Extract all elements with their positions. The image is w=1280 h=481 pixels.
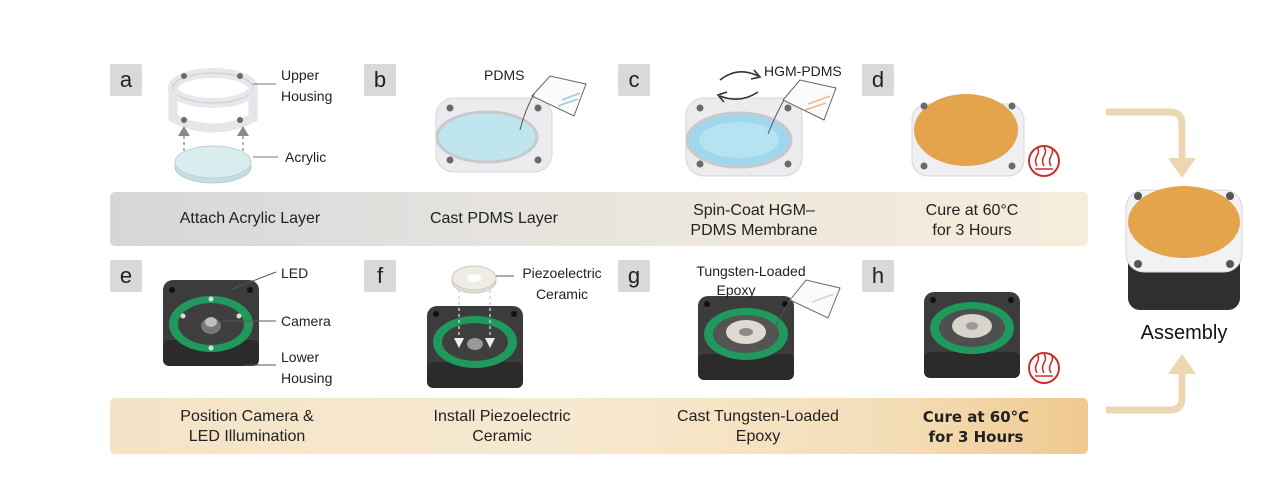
panel-letter-f: f <box>364 260 396 292</box>
alignment-arrows-piezo <box>454 290 495 348</box>
step-label-c-line1: Spin-Coat HGM– <box>693 202 815 219</box>
step-label-e: Position Camera & LED Illumination <box>127 407 367 447</box>
lower-housing-piezo <box>427 306 523 388</box>
lower-housing-epoxy <box>698 296 794 380</box>
step-label-h-line2: for 3 Hours <box>928 428 1024 446</box>
panel-letter-e: e <box>110 260 142 292</box>
callout-ceramic: Ceramic <box>535 286 589 302</box>
final-assembly-sensor <box>1125 186 1243 310</box>
callout-lower-housing: Housing <box>281 370 333 386</box>
pouring-beaker-hgm-icon <box>767 79 837 135</box>
step-label-e-line2: LED Illumination <box>188 428 306 445</box>
top-row-step-band <box>110 192 1088 246</box>
bottom-row-step-band <box>110 398 1088 454</box>
flow-arrow-bottom <box>1106 354 1196 414</box>
piezo-ceramic-ring <box>451 265 497 294</box>
step-label-f-line1: Install Piezoelectric <box>433 408 571 425</box>
callout-acrylic: Acrylic <box>285 149 327 165</box>
step-label-b: Cast PDMS Layer <box>429 210 559 227</box>
callout-upper: Upper <box>281 67 320 83</box>
lower-housing-cured <box>924 292 1020 378</box>
callout-housing: Housing <box>281 88 333 104</box>
heat-cure-icon <box>1028 145 1060 177</box>
panel-letter-b: b <box>364 64 396 96</box>
step-label-a: Attach Acrylic Layer <box>179 210 321 227</box>
step-label-d-line2: for 3 Hours <box>932 222 1012 239</box>
step-label-c: Spin-Coat HGM– PDMS Membrane <box>634 201 874 241</box>
cured-membrane-housing <box>911 94 1025 177</box>
step-label-g-line2: Epoxy <box>735 428 781 445</box>
step-label-h: Cure at 60°C for 3 Hours <box>856 407 1096 447</box>
callout-piezoelectric: Piezoelectric <box>522 265 602 281</box>
panel-letter-c: c <box>618 64 650 96</box>
step-label-g: Cast Tungsten-Loaded Epoxy <box>638 407 878 447</box>
step-label-d: Cure at 60°C for 3 Hours <box>852 201 1092 241</box>
step-label-e-line1: Position Camera & <box>180 408 314 425</box>
heat-cure-icon-h <box>1028 352 1060 384</box>
callout-pdms: PDMS <box>484 67 525 83</box>
assembly-label: Assembly <box>1140 322 1228 344</box>
rotation-arrows-icon <box>716 69 762 103</box>
step-label-f-line2: Ceramic <box>472 428 532 445</box>
step-label-c-line2: PDMS Membrane <box>690 222 818 239</box>
callout-lower: Lower <box>281 349 320 365</box>
callout-camera: Camera <box>281 313 331 329</box>
step-label-f: Install Piezoelectric Ceramic <box>382 407 622 447</box>
housing-spin-coat <box>685 97 803 177</box>
panel-letter-d: d <box>862 64 894 96</box>
callout-led: LED <box>281 265 309 281</box>
step-label-d-line1: Cure at 60°C <box>925 202 1019 219</box>
step-label-g-line1: Cast Tungsten-Loaded <box>677 408 839 425</box>
callout-tungsten: Tungsten-Loaded <box>696 263 806 279</box>
callout-hgm-pdms: HGM-PDMS <box>764 63 842 79</box>
step-label-h-line1: Cure at 60°C <box>922 408 1030 426</box>
lower-housing-camera <box>163 280 259 366</box>
upper-housing-ring <box>168 68 258 133</box>
callout-epoxy: Epoxy <box>716 282 756 298</box>
acrylic-disk <box>174 145 252 184</box>
panel-letter-a: a <box>110 64 142 96</box>
panel-letter-h: h <box>862 260 894 292</box>
pouring-beaker-epoxy-icon <box>775 279 841 327</box>
housing-with-pdms <box>435 97 553 173</box>
flow-arrow-top <box>1106 108 1196 178</box>
pouring-beaker-icon <box>519 75 587 131</box>
panel-letter-g: g <box>618 260 650 292</box>
